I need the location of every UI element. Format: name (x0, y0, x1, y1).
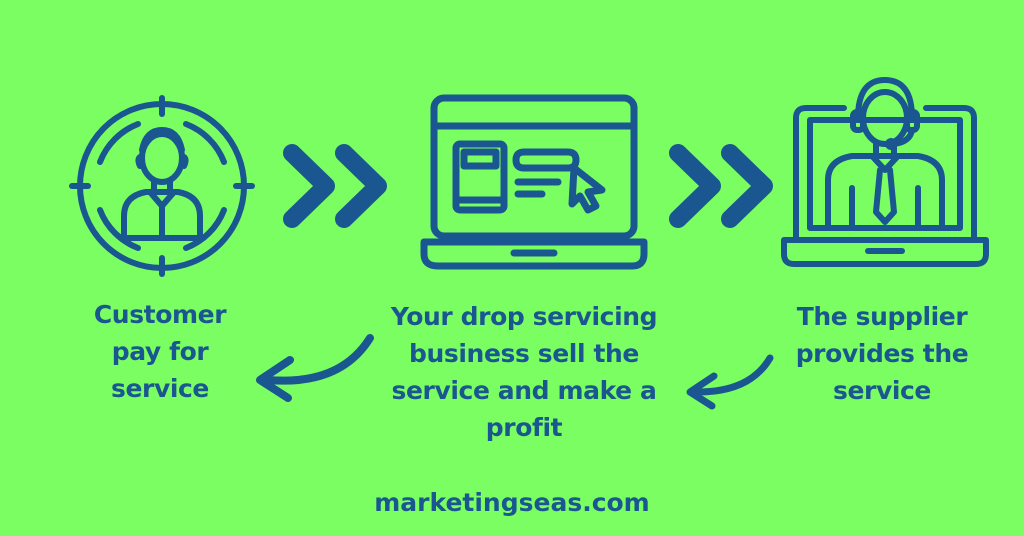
footer-url: marketingseas.com (374, 488, 650, 517)
curved-arrow-left-icon (256, 334, 374, 402)
curved-arrow-left-icon (686, 354, 774, 410)
customer-target-icon (69, 95, 255, 277)
step-label-customer: Customer pay for service (93, 300, 227, 403)
browser-laptop-icon (420, 94, 648, 270)
double-chevron-right-icon (669, 144, 773, 228)
double-chevron-right-icon (283, 144, 387, 228)
step-label-supplier: The supplier provides the service (795, 302, 969, 405)
supplier-laptop-icon (781, 77, 989, 267)
step-label-business: Your drop servicing business sell the se… (390, 302, 658, 442)
